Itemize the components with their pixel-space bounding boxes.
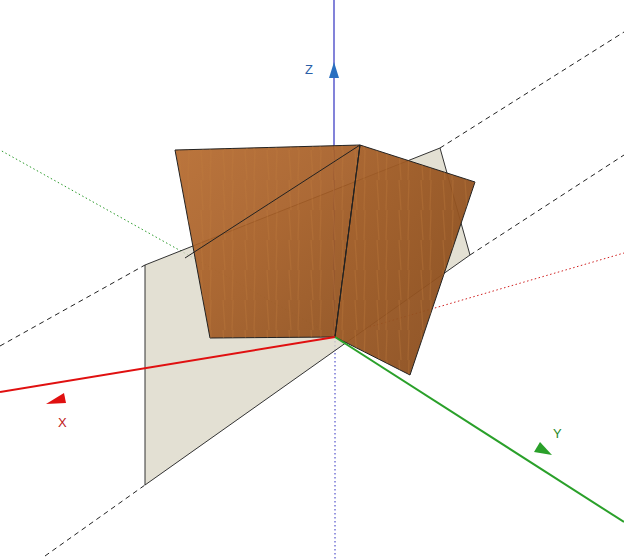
wood-plane [175, 145, 360, 338]
plane-edge-extension [45, 485, 145, 556]
y-axis [335, 337, 624, 522]
x-axis [0, 337, 335, 392]
intersection-line [335, 145, 360, 337]
z-negative-axis [335, 337, 336, 559]
wood-grain [335, 145, 475, 375]
plane-edge-extension [470, 155, 624, 255]
wood-grain [175, 145, 360, 338]
x-arrowhead [46, 393, 66, 404]
y-arrowhead [534, 442, 552, 455]
plane-edge-extension [440, 32, 624, 148]
z-axis-label: Z [305, 63, 313, 77]
y-axis-label: Y [553, 427, 562, 441]
intersection-line [185, 145, 360, 258]
wood-plane [335, 145, 475, 375]
plane-edge-extension [0, 265, 145, 346]
z-arrowhead [329, 62, 339, 78]
x-axis-label: X [58, 416, 67, 430]
